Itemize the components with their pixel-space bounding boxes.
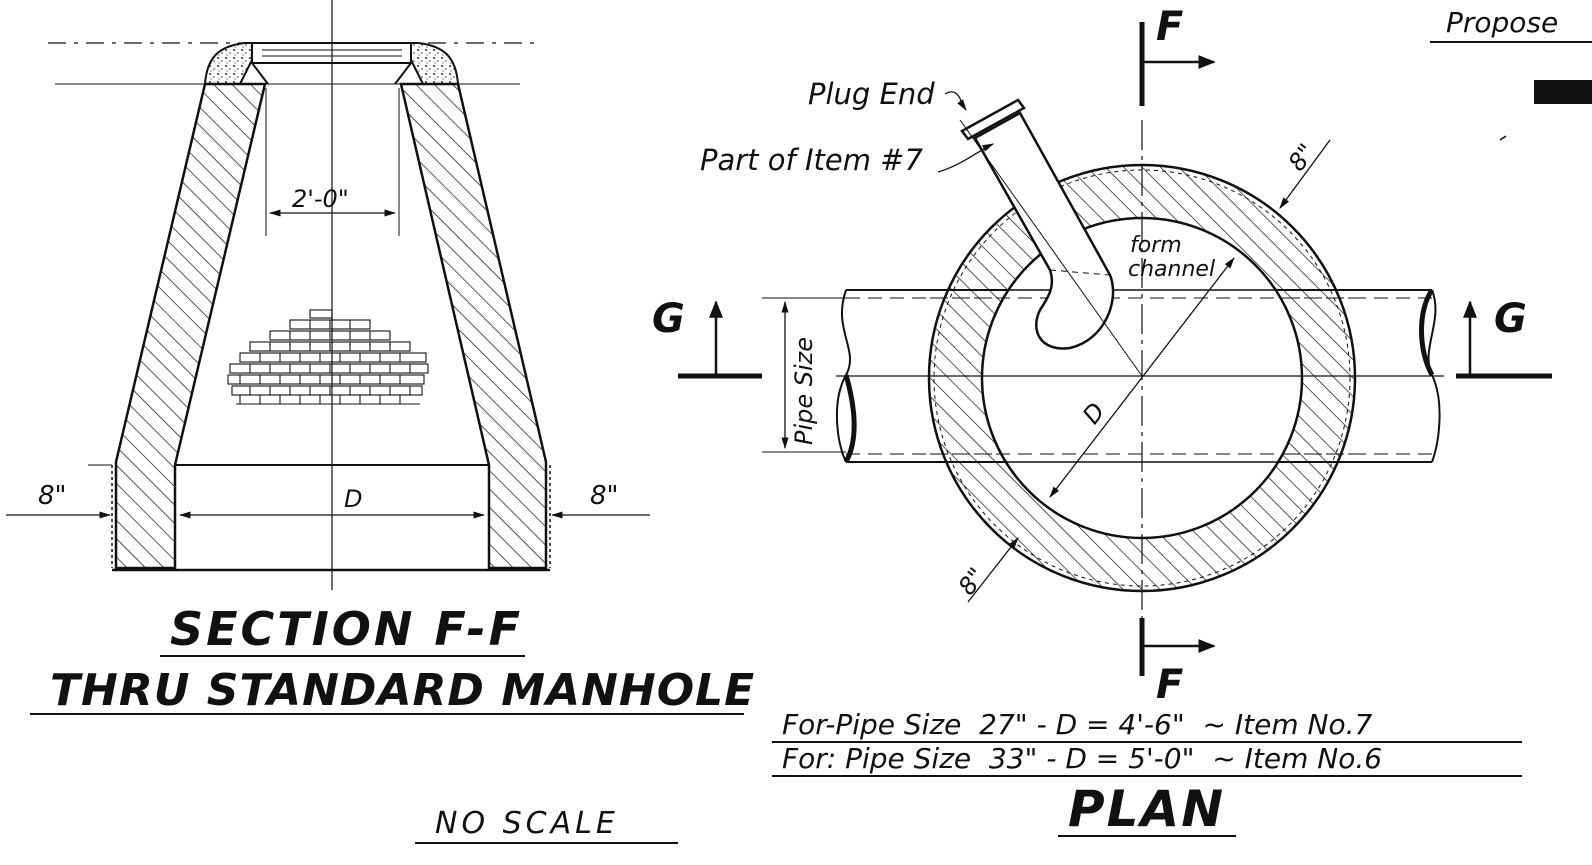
scale-note: NO SCALE (435, 806, 619, 841)
form-channel-label-line1: form (1130, 233, 1182, 258)
plan-view: D 8" 8" Plug End Part of Item #7 form ch… (652, 4, 1552, 838)
dim-wall-left-label: 8" (38, 481, 67, 511)
section-mark-f-bottom: F (1139, 618, 1216, 708)
dim-line-plan-diameter (1049, 257, 1235, 498)
corner-proposed-label: Propose (1446, 6, 1558, 39)
svg-text:F: F (1156, 662, 1183, 708)
part-label: Part of Item #7 (700, 143, 923, 177)
plan-title: PLAN (1068, 780, 1225, 838)
svg-text:G: G (1494, 296, 1527, 342)
frame-right-gravel (410, 42, 460, 85)
plug-end-cap (960, 98, 1026, 141)
corner-block-mark (1534, 80, 1592, 104)
section-mark-g-right: G (1456, 296, 1552, 379)
section-subtitle: THRU STANDARD MANHOLE (50, 665, 755, 716)
dim-opening-label: 2'-0" (292, 185, 349, 213)
plug-end-label: Plug End (808, 77, 935, 111)
pipe-note-line1: For-Pipe Size 27" - D = 4'-6" ~ Item No.… (782, 708, 1372, 741)
dim-wall-right-label: 8" (590, 481, 619, 511)
cone-wall-left (114, 82, 267, 570)
brick-pattern (227, 309, 429, 405)
cone-wall-right (399, 82, 548, 570)
pipe-note-line2: For: Pipe Size 33" - D = 5'-0" ~ Item No… (782, 742, 1382, 775)
form-channel-label-line2: channel (1128, 257, 1215, 282)
dim-diameter-label: D (344, 485, 362, 513)
dim-plan-wall-bottom-label: 8" (953, 563, 991, 601)
section-title: SECTION F-F (170, 602, 523, 656)
section-mark-g-left: G (652, 296, 762, 379)
svg-text:F: F (1156, 4, 1183, 50)
svg-text:G: G (652, 296, 685, 342)
dim-plan-wall-top-label: 8" (1283, 139, 1321, 177)
section-mark-f-top: F (1139, 4, 1216, 106)
section-view: 2'-0" D 8" 8" SECTION F-F THRU STANDARD … (6, 0, 755, 844)
pipe-size-label: Pipe Size (790, 337, 818, 445)
frame-left-gravel (203, 42, 253, 85)
